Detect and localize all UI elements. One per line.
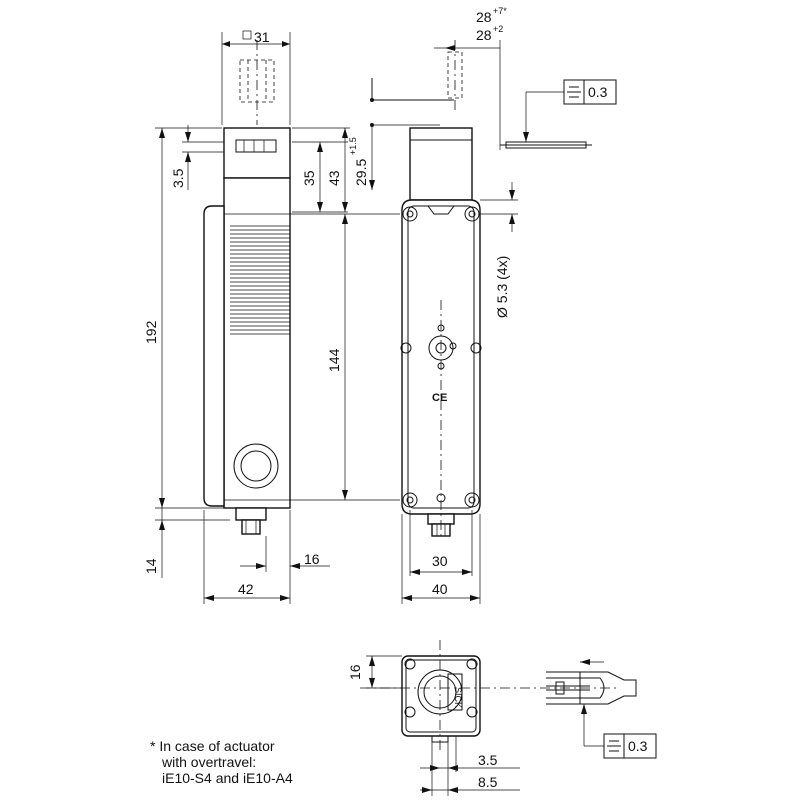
side-actuator — [239, 40, 275, 125]
tol-bottom-value: 0.3 — [628, 738, 648, 754]
tol-top-value: 0.3 — [588, 84, 608, 100]
dim-30: 30 — [432, 553, 448, 569]
ce-mark: CE — [432, 392, 447, 404]
dim-28-a: 28 — [476, 9, 492, 25]
dim-144: 144 — [326, 348, 342, 372]
front-screws — [400, 206, 482, 508]
dim-192: 192 — [143, 320, 159, 344]
front-head — [409, 127, 473, 201]
brand-text: SICK — [453, 687, 463, 708]
side-slot — [235, 139, 277, 153]
tolerance-frame-top — [563, 79, 617, 105]
side-ribs — [230, 225, 290, 335]
side-head — [223, 127, 291, 179]
dim-29-5-tol: +1.5 — [348, 137, 358, 155]
front-housing — [401, 199, 481, 515]
dim-square-31: 31 — [254, 29, 270, 45]
note-line-2: with overtravel: — [162, 754, 257, 770]
dimension-labels: 31 28 +7* 28 +2 0.3 3.5 35 43 29.5 +1.5 … — [143, 6, 648, 790]
dim-40: 40 — [432, 581, 448, 597]
dim-35: 35 — [301, 170, 317, 186]
side-led-ring — [233, 443, 279, 489]
dim-43: 43 — [326, 170, 342, 186]
dim-3-5-bottom: 3.5 — [478, 752, 498, 768]
dim-14: 14 — [143, 558, 159, 574]
dim-3-5-side: 3.5 — [170, 168, 186, 188]
bottom-actuator — [546, 671, 637, 705]
side-cover — [203, 205, 225, 507]
side-connector — [235, 507, 267, 521]
dim-42: 42 — [238, 581, 254, 597]
actuator-top-right — [370, 40, 592, 149]
dim-28-a-tol: +7* — [493, 6, 507, 16]
dim-16-side: 16 — [304, 551, 320, 567]
dim-16-bottom: 16 — [347, 664, 363, 680]
overtravel-note: * In case of actuator with overtravel: i… — [150, 738, 293, 786]
bottom-view: SICK — [360, 640, 620, 750]
dimension-lines — [155, 30, 657, 796]
front-view: CE — [400, 127, 482, 540]
note-line-3: iE10-S4 and iE10-A4 — [162, 770, 293, 786]
note-line-1: * In case of actuator — [150, 738, 275, 754]
bottom-slot — [447, 673, 463, 711]
tolerance-frame-bottom — [603, 733, 657, 759]
side-housing — [223, 177, 291, 509]
side-led — [240, 450, 272, 482]
dim-28-b: 28 — [476, 27, 492, 43]
dim-29-5: 29.5 — [353, 159, 369, 186]
dim-hole: Ø 5.3 (4x) — [494, 256, 510, 318]
dim-8-5: 8.5 — [478, 774, 498, 790]
side-view — [203, 40, 291, 535]
dim-28-b-tol: +2 — [493, 24, 503, 34]
